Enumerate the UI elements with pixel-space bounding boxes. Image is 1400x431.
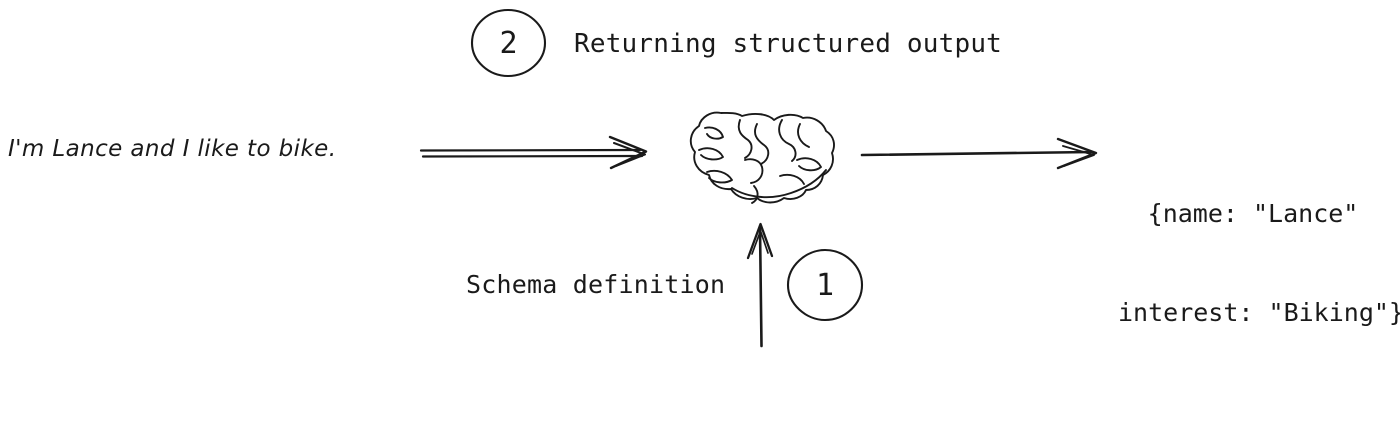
step-1-circle [786,248,864,322]
schema-definition-code: {name: "Person's name" interest: "Person… [480,364,1040,431]
arrow-input-to-model [419,135,648,170]
step-2-circle [470,8,547,78]
brain-icon [689,111,835,204]
step-2-label: Returning structured output [574,29,1003,59]
step-1-label: Schema definition [466,270,726,299]
output-code-line-1: {name: "Lance" [1147,199,1359,228]
input-text: I'm Lance and I like to bike. [8,136,337,162]
output-code-line-2: interest: "Biking"} [1118,298,1400,327]
arrow-model-to-output [860,137,1098,170]
step-2-number: 2 [499,25,518,61]
arrow-schema-to-model [746,222,774,348]
output-structured-code: {name: "Lance" interest: "Biking"} [1118,131,1400,395]
step-1-number: 1 [815,267,835,303]
